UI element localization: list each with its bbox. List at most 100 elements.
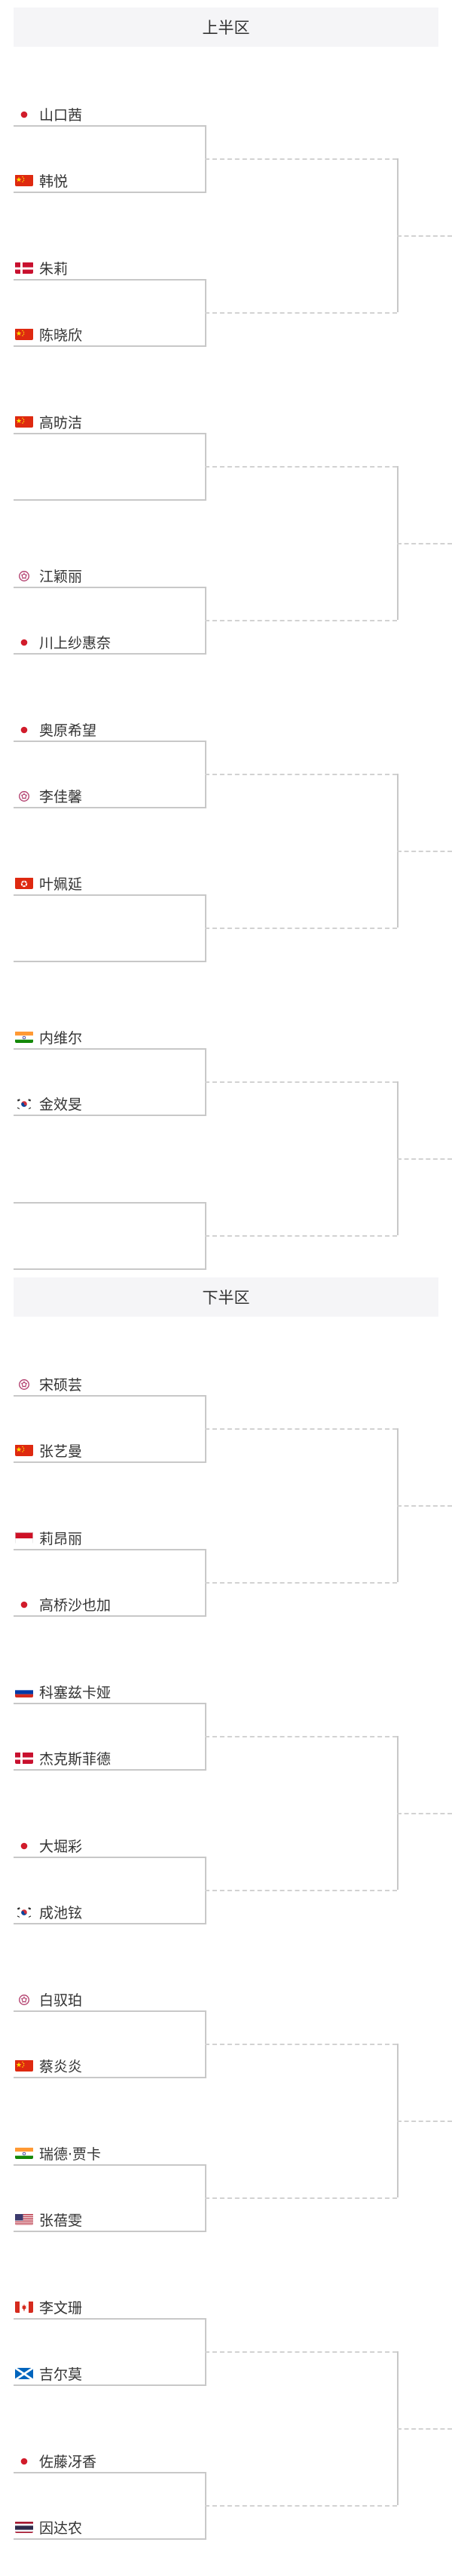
flag-jp-icon bbox=[15, 723, 33, 735]
player-entry[interactable]: 江颖丽 bbox=[15, 566, 82, 585]
round3-line bbox=[397, 543, 452, 544]
match-line-top bbox=[14, 2472, 205, 2473]
player-name: 科塞兹卡娅 bbox=[39, 1684, 111, 1701]
player-entry[interactable]: 瑞德·贾卡 bbox=[15, 2143, 101, 2163]
player-entry[interactable]: 大堀彩 bbox=[15, 1835, 82, 1855]
match-line-top bbox=[14, 2318, 205, 2320]
flag-kr-icon bbox=[15, 1906, 33, 1918]
match-line-bottom bbox=[14, 653, 205, 655]
round3-line bbox=[397, 1813, 452, 1814]
flag-cn-icon bbox=[15, 2059, 33, 2072]
round2-line bbox=[205, 1081, 397, 1083]
player-entry[interactable]: 朱莉 bbox=[15, 258, 68, 278]
player-name: 陈晓欣 bbox=[39, 327, 83, 344]
player-name: 金效旻 bbox=[39, 1096, 83, 1113]
player-entry[interactable]: 张艺曼 bbox=[15, 1440, 82, 1460]
player-entry[interactable]: 因达农 bbox=[15, 2517, 82, 2537]
round3-line bbox=[397, 2121, 452, 2122]
match-line-top bbox=[14, 1549, 205, 1550]
flag-cn-icon bbox=[15, 174, 33, 186]
match-line-bottom bbox=[14, 1615, 205, 1617]
flag-cn-icon bbox=[15, 1444, 33, 1456]
player-entry[interactable]: 白驭珀 bbox=[15, 1989, 82, 2009]
match-line-bottom bbox=[14, 1769, 205, 1771]
match-line-bottom bbox=[14, 192, 205, 193]
match-line-bottom bbox=[14, 1115, 205, 1116]
match-line-bottom bbox=[14, 1268, 205, 1270]
flag-id-icon bbox=[15, 1532, 33, 1544]
flag-sct-icon bbox=[15, 2367, 33, 2379]
match-line-bottom bbox=[14, 2538, 205, 2540]
match-line-top bbox=[14, 741, 205, 742]
round2-line bbox=[205, 158, 397, 160]
flag-us-icon bbox=[15, 2213, 33, 2225]
flag-tw-icon bbox=[15, 569, 33, 581]
player-name: 江颖丽 bbox=[39, 568, 83, 585]
match-line-top bbox=[14, 1202, 205, 1204]
player-name: 内维尔 bbox=[39, 1029, 83, 1047]
round2-line bbox=[205, 620, 397, 621]
flag-jp-icon bbox=[15, 2455, 33, 2467]
player-entry[interactable]: 韩悦 bbox=[15, 170, 68, 190]
match-line-bottom bbox=[14, 2077, 205, 2078]
player-entry[interactable]: 山口茜 bbox=[15, 104, 82, 124]
player-entry[interactable]: 金效旻 bbox=[15, 1093, 82, 1113]
match-line-bottom bbox=[14, 345, 205, 347]
player-entry[interactable]: 吉尔莫 bbox=[15, 2363, 82, 2383]
round3-line bbox=[397, 851, 452, 852]
flag-tw-icon bbox=[15, 1993, 33, 2005]
player-name: 叶姵延 bbox=[39, 876, 83, 893]
player-name: 大堀彩 bbox=[39, 1838, 83, 1855]
match-line-bottom bbox=[14, 1461, 205, 1463]
player-name: 张蓓雯 bbox=[39, 2212, 83, 2229]
round2-line bbox=[205, 2505, 397, 2507]
flag-ca-icon bbox=[15, 2301, 33, 2313]
player-entry[interactable]: 张蓓雯 bbox=[15, 2210, 82, 2229]
player-entry[interactable]: 高桥沙也加 bbox=[15, 1594, 111, 1614]
match-line-top bbox=[14, 1857, 205, 1858]
half-header: 上半区 bbox=[14, 8, 438, 47]
round3-line bbox=[397, 1158, 452, 1160]
player-entry[interactable]: 宋硕芸 bbox=[15, 1374, 82, 1394]
player-entry[interactable]: 高昉洁 bbox=[15, 412, 82, 431]
flag-jp-icon bbox=[15, 636, 33, 648]
round2-line bbox=[205, 312, 397, 314]
flag-dk-icon bbox=[15, 262, 33, 274]
round2-line bbox=[205, 1736, 397, 1737]
player-name: 杰克斯菲德 bbox=[39, 1750, 111, 1768]
player-entry[interactable]: 李佳馨 bbox=[15, 786, 82, 805]
flag-ru-icon bbox=[15, 1685, 33, 1697]
player-entry[interactable]: 蔡炎炎 bbox=[15, 2056, 82, 2075]
player-name: 因达农 bbox=[39, 2519, 83, 2537]
player-entry[interactable]: 叶姵延 bbox=[15, 873, 82, 893]
round3-line bbox=[397, 2428, 452, 2430]
player-entry[interactable]: 内维尔 bbox=[15, 1027, 82, 1047]
player-entry[interactable]: 奥原希望 bbox=[15, 719, 96, 739]
player-entry[interactable]: 佐藤冴香 bbox=[15, 2451, 96, 2470]
player-entry[interactable]: 莉昂丽 bbox=[15, 1528, 82, 1547]
round2-line bbox=[205, 2197, 397, 2199]
player-name: 奥原希望 bbox=[39, 722, 97, 739]
match-line-bottom bbox=[14, 2384, 205, 2386]
match-line-top bbox=[14, 1048, 205, 1050]
flag-kr-icon bbox=[15, 1097, 33, 1109]
flag-hk-icon bbox=[15, 877, 33, 889]
match-line-bottom bbox=[14, 499, 205, 501]
player-entry[interactable]: 成池铉 bbox=[15, 1902, 82, 1921]
player-name: 韩悦 bbox=[39, 173, 69, 190]
match-line-top bbox=[14, 2164, 205, 2166]
player-name: 瑞德·贾卡 bbox=[39, 2145, 102, 2163]
player-name: 蔡炎炎 bbox=[39, 2058, 83, 2075]
player-name: 宋硕芸 bbox=[39, 1376, 83, 1394]
player-entry[interactable]: 杰克斯菲德 bbox=[15, 1748, 111, 1768]
match-line-bottom bbox=[14, 961, 205, 962]
flag-cn-icon bbox=[15, 416, 33, 428]
match-line-top bbox=[14, 125, 205, 127]
player-entry[interactable]: 李文珊 bbox=[15, 2297, 82, 2317]
match-line-bottom bbox=[14, 2231, 205, 2232]
player-name: 佐藤冴香 bbox=[39, 2453, 97, 2470]
player-entry[interactable]: 科塞兹卡娅 bbox=[15, 1682, 111, 1701]
player-entry[interactable]: 川上纱惠奈 bbox=[15, 632, 111, 652]
player-entry[interactable]: 陈晓欣 bbox=[15, 324, 82, 344]
